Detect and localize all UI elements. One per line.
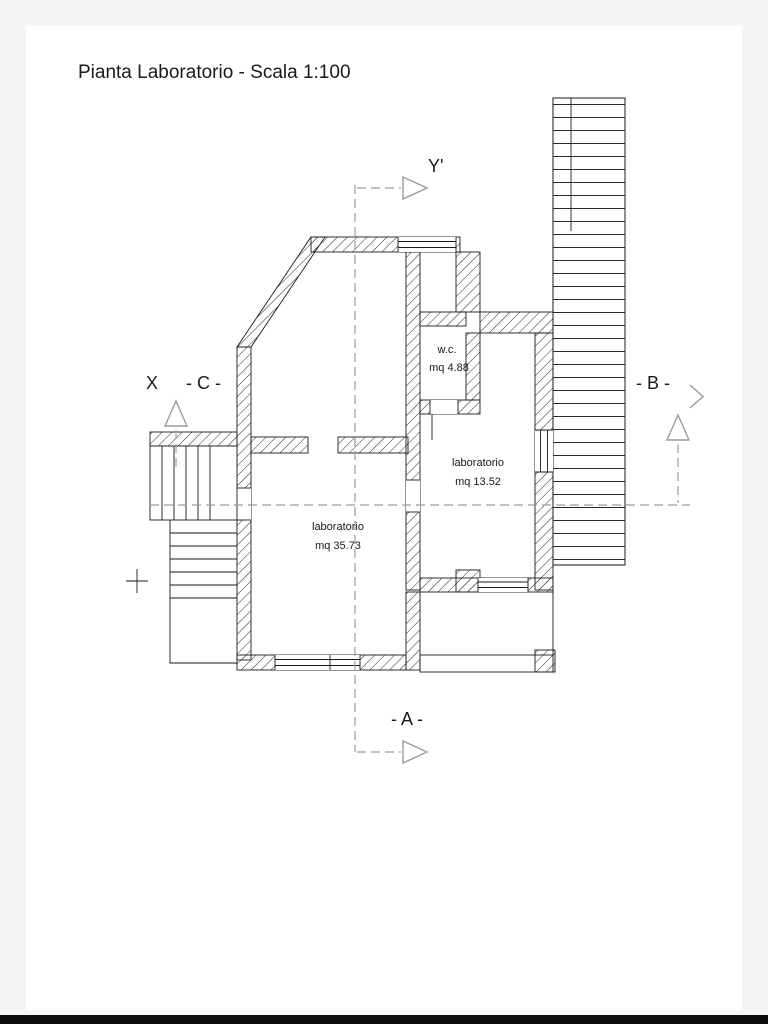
room-area-lab-right: mq 13.52	[455, 476, 501, 488]
section-label-b: - B -	[636, 373, 670, 393]
diagonal-wall	[236, 236, 326, 348]
stub-wall-left	[250, 436, 309, 454]
left-door-cut	[237, 488, 251, 520]
bottom-window-cut	[275, 655, 360, 670]
room-label-wc: w.c.	[437, 344, 457, 356]
terrace-edge	[419, 654, 554, 673]
section-label-a: - A -	[391, 709, 423, 729]
section-label-x: X	[146, 373, 158, 393]
page-title: Pianta Laboratorio - Scala 1:100	[78, 62, 351, 83]
wc-door-cut	[430, 400, 458, 414]
bottom-connector-wall	[405, 591, 421, 671]
bottom-bar	[0, 1015, 768, 1024]
right-room-top-wall	[479, 311, 554, 334]
section-arrow-y-top-icon	[402, 175, 429, 201]
labels: Y' X - C - - B - - A - w.c. mq 4.88 labo…	[146, 156, 670, 729]
room-label-lab-left: laboratorio	[312, 521, 364, 533]
top-right-block	[455, 251, 481, 313]
central-wall	[405, 251, 421, 591]
room-label-lab-right: laboratorio	[452, 457, 504, 469]
walls	[149, 236, 556, 673]
bottom-right-window-cut	[478, 578, 528, 592]
section-lines	[150, 175, 705, 765]
section-arrow-y-bottom-icon	[402, 739, 429, 765]
section-label-c: - C -	[186, 373, 221, 393]
terrace-pier	[534, 649, 556, 673]
terrace	[419, 592, 554, 673]
right-window-cut	[535, 430, 553, 472]
room-area-wc: mq 4.88	[429, 362, 469, 374]
stair-landing	[149, 445, 238, 521]
section-arrow-x-icon	[163, 399, 189, 427]
staircase-left	[126, 445, 238, 664]
section-label-y: Y'	[428, 156, 443, 176]
central-door-cut	[406, 480, 420, 512]
staircase-right	[552, 97, 626, 566]
top-window-cut	[398, 237, 456, 252]
stair-boundary	[169, 520, 237, 664]
openings	[237, 237, 553, 670]
pier-block	[455, 569, 481, 593]
section-arrow-b-icon	[665, 413, 691, 441]
stair-shaft	[552, 97, 626, 566]
chevron-right-icon	[689, 384, 705, 409]
exterior-stub-wall	[149, 431, 238, 447]
room-area-lab-left: mq 35.73	[315, 540, 361, 552]
stub-wall-right	[337, 436, 409, 454]
wc-top-wall	[419, 311, 467, 327]
